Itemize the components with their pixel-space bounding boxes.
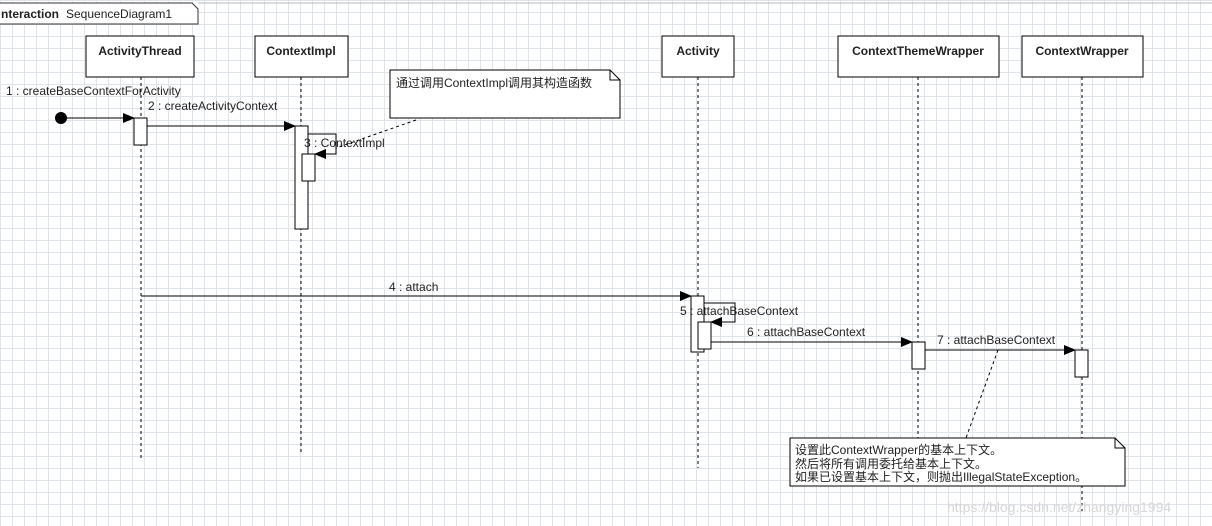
message-3[interactable]: 3 : ContextImpl (304, 133, 385, 159)
message-4[interactable]: 4 : attach (141, 280, 692, 301)
lifeline-label: ContextImpl (266, 44, 335, 58)
note-text-line: 然后将所有调用委托给基本上下文。 (795, 456, 987, 471)
message-5[interactable]: 5 : attachBaseContext (680, 302, 799, 327)
lifeline-label: Activity (676, 44, 720, 58)
watermark: https://blog.csdn.net/zhangying1994 (947, 499, 1172, 515)
note-anchor-line (335, 119, 417, 149)
interaction-frame-tab: nteraction SequenceDiagram1 (0, 2, 199, 25)
message-label: 4 : attach (389, 280, 438, 294)
message-2[interactable]: 2 : createActivityContext (147, 99, 296, 131)
message-label: 5 : attachBaseContext (680, 304, 799, 318)
message-label: 7 : attachBaseContext (937, 333, 1056, 347)
note-text: 通过调用ContextImpl调用其构造函数 (396, 75, 592, 90)
message-label: 1 : createBaseContextForActivity (6, 84, 181, 98)
note-contextwrapper-description[interactable]: 设置此ContextWrapper的基本上下文。 然后将所有调用委托给基本上下文… (789, 349, 1126, 487)
message-label: 2 : createActivityContext (148, 99, 278, 113)
activation-bar[interactable] (1074, 349, 1089, 378)
frame-name: SequenceDiagram1 (66, 7, 172, 21)
message-label: 6 : attachBaseContext (747, 325, 866, 339)
activation-bar[interactable] (911, 341, 926, 370)
message-7[interactable]: 7 : attachBaseContext (925, 333, 1076, 355)
activation-bar[interactable] (301, 153, 316, 182)
activation-bar[interactable] (697, 321, 712, 350)
activation-bar[interactable] (133, 117, 148, 146)
note-constructor-call[interactable]: 通过调用ContextImpl调用其构造函数 (335, 69, 621, 149)
lifeline-contextimpl[interactable]: ContextImpl (254, 35, 349, 452)
note-anchor-line (965, 349, 999, 439)
lifeline-activitythread[interactable]: ActivityThread (85, 35, 195, 458)
lifeline-contextwrapper[interactable]: ContextWrapper (1021, 35, 1144, 515)
message-6[interactable]: 6 : attachBaseContext (711, 325, 913, 347)
note-text-line: 如果已设置基本上下文，则抛出IllegalStateException。 (795, 469, 1087, 484)
frame-keyword: nteraction (1, 7, 59, 21)
lifeline-label: ContextWrapper (1035, 44, 1128, 58)
message-label: 3 : ContextImpl (304, 136, 385, 150)
message-1[interactable]: 1 : createBaseContextForActivity (6, 84, 181, 124)
lifeline-contextthemewrapper[interactable]: ContextThemeWrapper (837, 35, 1000, 438)
note-text-line: 设置此ContextWrapper的基本上下文。 (795, 442, 1002, 457)
lifeline-label: ContextThemeWrapper (852, 44, 984, 58)
lifeline-activity[interactable]: Activity (661, 35, 735, 468)
lifeline-label: ActivityThread (98, 44, 181, 58)
